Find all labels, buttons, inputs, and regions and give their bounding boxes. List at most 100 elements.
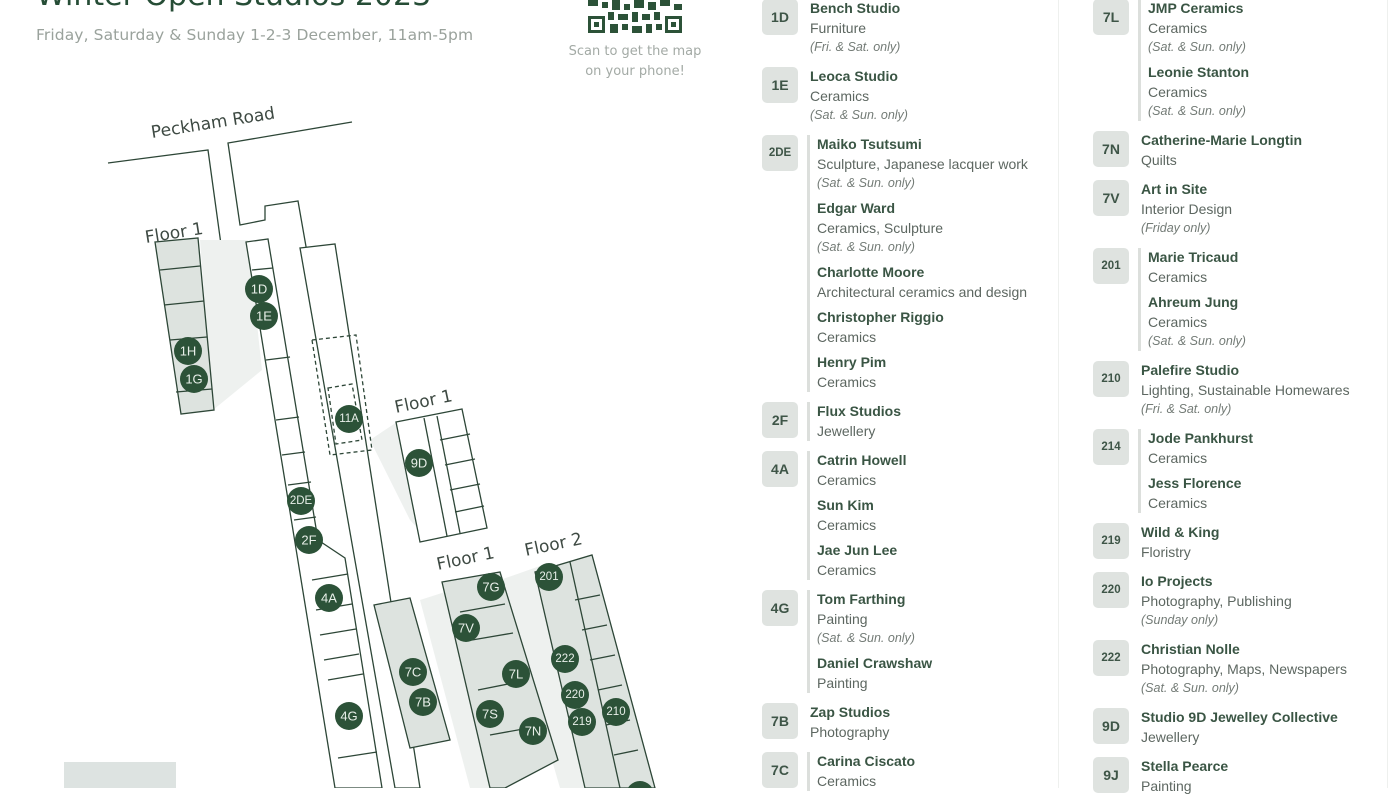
map-marker-7b[interactable]: 7B (409, 688, 437, 716)
street-label: Peckham Road (150, 104, 277, 143)
map-marker-1g[interactable]: 1G (180, 365, 208, 393)
artist-name: Daniel Crawshaw (817, 654, 1052, 674)
artist-discipline: Floristry (1141, 543, 1383, 563)
artist-name: Jess Florence (1148, 474, 1383, 494)
studio-number-badge: 9D (1093, 708, 1129, 744)
map-marker-11a[interactable]: 11A (335, 405, 363, 433)
studio-number-badge: 2F (762, 402, 798, 438)
map-marker-220[interactable]: 220 (561, 681, 589, 709)
map-marker-222[interactable]: 222 (551, 645, 579, 673)
artist-name: Io Projects (1141, 572, 1383, 592)
marker-label: 7S (482, 707, 498, 722)
map-marker-210[interactable]: 210 (602, 698, 630, 726)
studio-number-badge: 7N (1093, 131, 1129, 167)
map-marker-7g[interactable]: 7G (477, 573, 505, 601)
map-marker-7c[interactable]: 7C (399, 658, 427, 686)
artist-discipline: Ceramics (817, 328, 1052, 348)
map-marker-2de[interactable]: 2DE (287, 487, 315, 515)
map-marker-201[interactable]: 201 (535, 563, 563, 591)
availability-note: (Sat. & Sun. only) (1148, 332, 1383, 351)
page-title: Winter Open Studios 2023 (36, 0, 431, 13)
marker-label: 7G (482, 580, 499, 595)
availability-note: (Sunday only) (1141, 611, 1383, 630)
studio-number-badge: 220 (1093, 572, 1129, 608)
map-marker-7l[interactable]: 7L (502, 660, 530, 688)
map-marker-1e[interactable]: 1E (250, 302, 278, 330)
marker-label: 1G (185, 372, 202, 387)
qr-caption-line1: Scan to get the map (560, 42, 710, 62)
map-marker-4a[interactable]: 4A (315, 584, 343, 612)
studio-number-badge: 7B (762, 703, 798, 739)
artist-discipline: Ceramics (817, 471, 1052, 491)
artist-discipline: Ceramics (817, 561, 1052, 581)
map-marker-7s[interactable]: 7S (476, 700, 504, 728)
map-marker-9d[interactable]: 9D (405, 449, 433, 477)
artist-name: Jode Pankhurst (1148, 429, 1383, 449)
site-map[interactable]: Peckham Road Floor 1 Floor 1 Floor 1 Flo… (0, 80, 740, 788)
marker-label: 9D (411, 456, 428, 471)
availability-note: (Sat. & Sun. only) (817, 238, 1052, 257)
artist-discipline: Furniture (810, 19, 1052, 39)
studio-number-badge: 219 (1093, 523, 1129, 559)
qr-caption-line2: on your phone! (560, 62, 710, 82)
map-marker-1h[interactable]: 1H (174, 337, 202, 365)
map-marker-2f[interactable]: 2F (295, 526, 323, 554)
artist-name: Flux Studios (817, 402, 1052, 422)
map-marker-7n[interactable]: 7N (519, 717, 547, 745)
map-marker-219[interactable]: 219 (568, 708, 596, 736)
marker-label: 4A (321, 591, 337, 606)
map-marker-4g[interactable]: 4G (335, 702, 363, 730)
artist-discipline: Interior Design (1141, 200, 1383, 220)
qr-code-icon[interactable] (588, 0, 682, 33)
artist-name: Ahreum Jung (1148, 293, 1383, 313)
map-marker-7v[interactable]: 7V (452, 614, 480, 642)
artist-discipline: Jewellery (817, 422, 1052, 442)
availability-note: (Sat. & Sun. only) (817, 629, 1052, 648)
marker-label: 4G (340, 709, 357, 724)
qr-caption: Scan to get the map on your phone! (560, 42, 710, 82)
availability-note: (Sat. & Sun. only) (810, 106, 1052, 125)
artist-name: Maiko Tsutsumi (817, 135, 1052, 155)
map-marker-1d[interactable]: 1D (245, 275, 273, 303)
studio-number-badge: 4A (762, 451, 798, 487)
